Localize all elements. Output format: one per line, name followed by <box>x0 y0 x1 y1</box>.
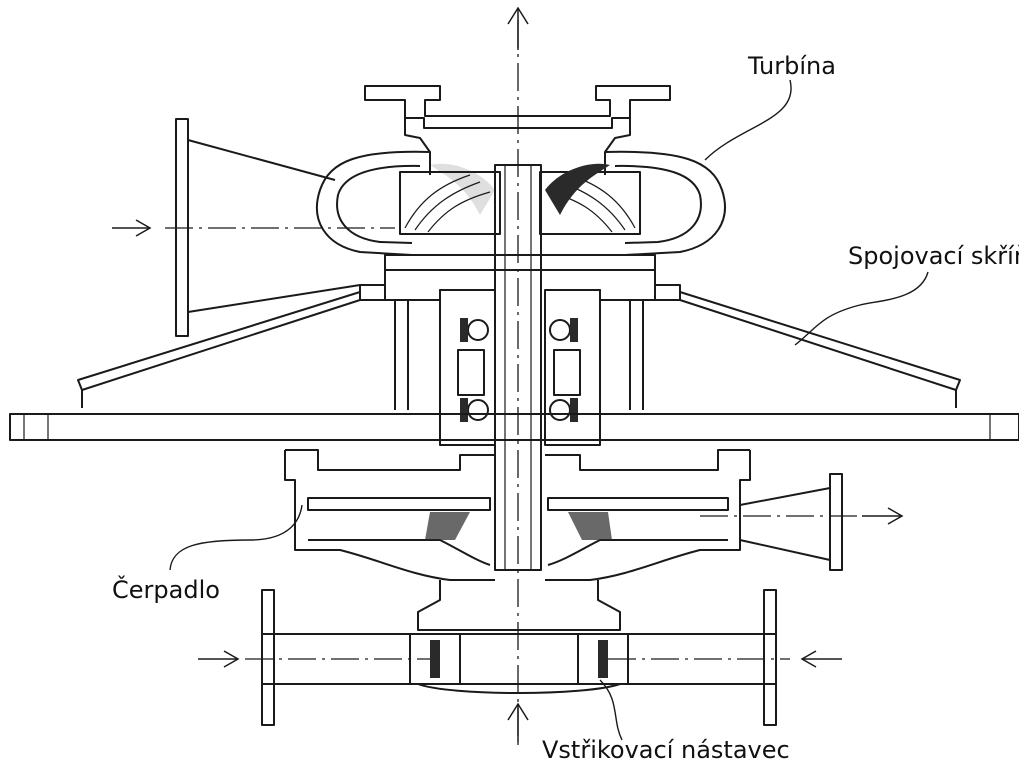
injection-nozzle-label: Vstřikovací nástavec <box>542 736 790 762</box>
pump-assembly <box>284 449 904 581</box>
pump-leader-line <box>169 504 303 571</box>
coupling-housing-label: Spojovací skříň <box>848 242 1019 270</box>
arrow-up-icon <box>507 702 529 742</box>
nozzle-leader-line <box>599 679 623 741</box>
turbine-inlet <box>112 118 395 337</box>
arrow-up-icon <box>507 6 529 50</box>
arrow-right-icon <box>198 650 240 668</box>
turbine-assembly <box>315 85 726 301</box>
pump-label: Čerpadlo <box>112 574 220 604</box>
coupling-leader-line <box>794 271 929 346</box>
arrow-right-icon <box>862 507 904 525</box>
arrow-right-icon <box>112 219 152 237</box>
injection-nozzle-assembly <box>198 580 842 726</box>
arrow-left-icon <box>800 650 842 668</box>
coupling-housing <box>9 289 1019 446</box>
turbine-leader-line <box>704 79 792 161</box>
turbine-label: Turbína <box>747 52 836 80</box>
